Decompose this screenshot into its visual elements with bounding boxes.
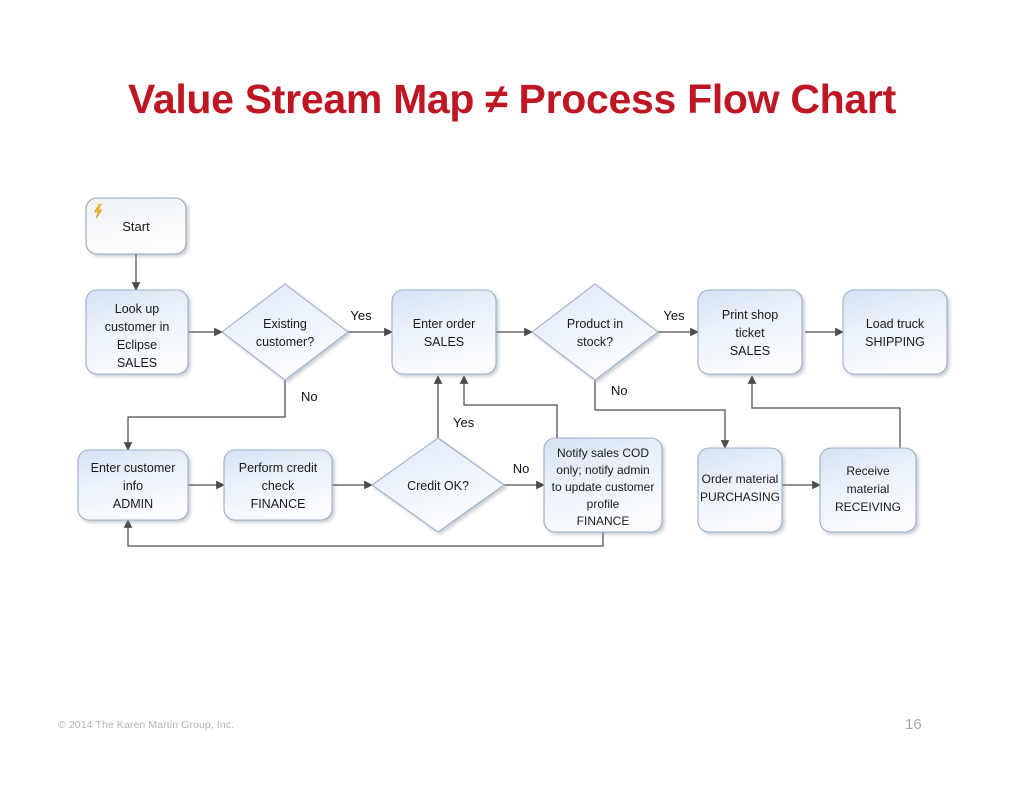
edge-label-existing-no: No — [301, 389, 318, 404]
node-receive-material-line3: RECEIVING — [835, 500, 901, 514]
node-load-truck[interactable]: Load truck SHIPPING — [842, 289, 948, 375]
node-existing-customer-shape[interactable] — [221, 283, 349, 381]
node-look-up-customer-line4: SALES — [117, 356, 157, 370]
process-flow-chart: Yes No Yes No Yes No Start Look up cu — [60, 180, 1000, 550]
node-perform-credit-check-line2: check — [262, 479, 295, 493]
node-notify-sales-line2: only; notify admin — [556, 463, 649, 477]
node-print-shop-ticket-line3: SALES — [730, 344, 770, 358]
node-product-in-stock-line2: stock? — [577, 335, 613, 349]
edge-product-no-to-order-material — [594, 376, 730, 449]
node-enter-customer-info-line2: info — [123, 479, 143, 493]
node-perform-credit-check[interactable]: Perform credit check FINANCE — [223, 449, 333, 521]
edge-label-stock-yes: Yes — [663, 308, 685, 323]
node-order-material-line1: Order material — [702, 472, 779, 486]
node-enter-customer-info-line1: Enter customer — [91, 461, 176, 475]
page-number: 16 — [905, 716, 922, 733]
node-receive-material-line2: material — [847, 482, 890, 496]
edge-notify-sales-to-enter-customer — [123, 519, 604, 547]
node-perform-credit-check-line3: FINANCE — [251, 497, 306, 511]
edge-notify-sales-to-enter-order — [459, 375, 558, 438]
node-credit-ok[interactable]: Credit OK? — [371, 437, 505, 533]
node-credit-ok-label: Credit OK? — [407, 479, 469, 493]
node-existing-customer[interactable]: Existing customer? — [221, 283, 349, 381]
node-product-in-stock[interactable]: Product in stock? — [531, 283, 659, 381]
node-receive-material[interactable]: Receive material RECEIVING — [819, 447, 917, 533]
node-look-up-customer-line2: customer in — [105, 320, 170, 334]
node-start-shape[interactable] — [85, 197, 187, 255]
node-notify-sales[interactable]: Notify sales COD only; notify admin to u… — [543, 437, 663, 533]
node-look-up-customer-shape[interactable] — [85, 289, 189, 375]
node-print-shop-ticket-line2: ticket — [735, 326, 765, 340]
node-print-shop-ticket[interactable]: Print shop ticket SALES — [697, 289, 803, 375]
edge-receive-material-to-print-shop — [747, 375, 901, 448]
node-enter-order-line1: Enter order — [413, 317, 476, 331]
node-existing-customer-line1: Existing — [263, 317, 307, 331]
edge-label-layer: Yes No Yes No Yes No — [301, 308, 685, 476]
node-notify-sales-line5: FINANCE — [577, 514, 630, 528]
node-receive-material-shape[interactable] — [819, 447, 917, 533]
node-enter-customer-info-line3: ADMIN — [113, 497, 153, 511]
edge-label-credit-yes: Yes — [453, 415, 475, 430]
flowchart-svg: Yes No Yes No Yes No Start Look up cu — [77, 197, 948, 547]
node-perform-credit-check-line1: Perform credit — [239, 461, 318, 475]
node-enter-customer-info[interactable]: Enter customer info ADMIN — [77, 449, 189, 521]
node-enter-customer-info-shape[interactable] — [77, 449, 189, 521]
node-existing-customer-line2: customer? — [256, 335, 314, 349]
edge-existing-no-to-enter-customer — [123, 376, 286, 451]
node-load-truck-shape[interactable] — [842, 289, 948, 375]
node-look-up-customer-line1: Look up — [115, 302, 160, 316]
page-title: Value Stream Map ≠ Process Flow Chart — [128, 76, 896, 122]
node-enter-order-line2: SALES — [424, 335, 464, 349]
edge-label-stock-no: No — [611, 383, 628, 398]
node-look-up-customer-line3: Eclipse — [117, 338, 157, 352]
node-order-material[interactable]: Order material PURCHASING — [697, 447, 783, 533]
node-look-up-customer[interactable]: Look up customer in Eclipse SALES — [85, 289, 189, 375]
node-product-in-stock-line1: Product in — [567, 317, 623, 331]
node-notify-sales-line3: to update customer — [552, 480, 655, 494]
node-perform-credit-check-shape[interactable] — [223, 449, 333, 521]
node-enter-order[interactable]: Enter order SALES — [391, 289, 497, 375]
node-print-shop-ticket-line1: Print shop — [722, 308, 778, 322]
node-receive-material-line1: Receive — [846, 464, 890, 478]
node-credit-ok-shape[interactable] — [371, 437, 505, 533]
node-order-material-shape[interactable] — [697, 447, 783, 533]
edge-label-existing-yes: Yes — [350, 308, 372, 323]
lightning-bolt-icon — [94, 203, 103, 219]
edge-label-credit-no: No — [513, 461, 530, 476]
node-order-material-line2: PURCHASING — [700, 490, 780, 504]
node-print-shop-ticket-shape[interactable] — [697, 289, 803, 375]
node-start[interactable]: Start — [85, 197, 187, 255]
node-load-truck-line2: SHIPPING — [865, 335, 925, 349]
node-load-truck-line1: Load truck — [866, 317, 925, 331]
node-enter-order-shape[interactable] — [391, 289, 497, 375]
node-product-in-stock-shape[interactable] — [531, 283, 659, 381]
node-notify-sales-line4: profile — [587, 497, 620, 511]
copyright-notice: © 2014 The Karen Martin Group, Inc. — [58, 719, 235, 731]
node-notify-sales-line1: Notify sales COD — [557, 446, 649, 460]
node-start-label: Start — [122, 219, 150, 234]
connector-layer — [123, 254, 901, 547]
node-notify-sales-shape[interactable] — [543, 437, 663, 533]
